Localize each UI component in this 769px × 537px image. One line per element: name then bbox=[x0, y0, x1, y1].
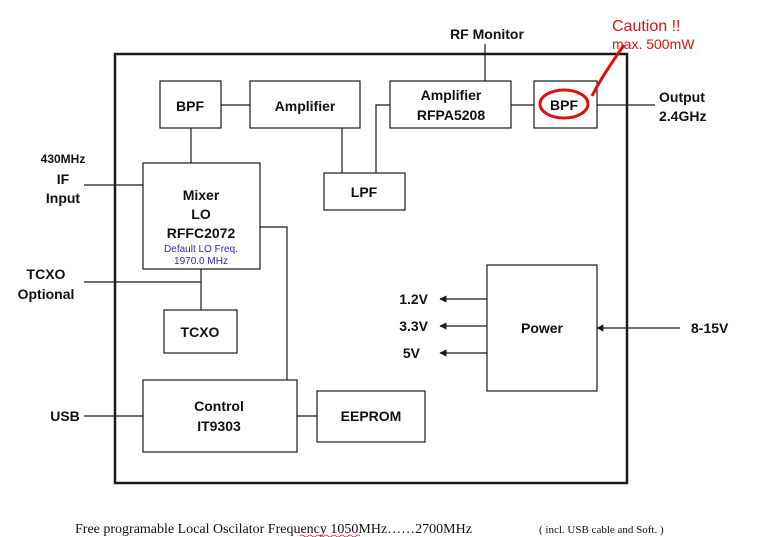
lpf-block bbox=[323, 172, 406, 211]
if-input-label-1: 430MHz bbox=[41, 152, 86, 166]
caution-pointer bbox=[590, 44, 626, 97]
mixer-label-1: Mixer bbox=[183, 187, 220, 203]
if-input-label-3: Input bbox=[46, 190, 81, 206]
enclosure-frame bbox=[113, 52, 629, 485]
amplifier-rfpa-label-1: Amplifier bbox=[421, 87, 482, 103]
control-label-1: Control bbox=[194, 398, 244, 414]
rail-1v2-label: 1.2V bbox=[399, 291, 428, 307]
power-block bbox=[486, 264, 598, 392]
output-label-1: Output bbox=[659, 89, 705, 105]
footer-main: Free programable Local Oscilator Frequen… bbox=[75, 522, 472, 537]
caution-limit: max. 500mW bbox=[612, 36, 695, 52]
rail-5v-label: 5V bbox=[403, 345, 421, 361]
if-input-label-2: IF bbox=[57, 171, 70, 187]
usb-label: USB bbox=[50, 408, 80, 424]
lpf-label: LPF bbox=[351, 184, 378, 200]
amplifier-rfpa-block bbox=[389, 80, 512, 129]
rf-monitor-label: RF Monitor bbox=[450, 26, 524, 42]
tcxo-label: TCXO bbox=[181, 324, 220, 340]
tcxo-optional-label-2: Optional bbox=[18, 286, 75, 302]
mixer-label-3: RFFC2072 bbox=[167, 225, 236, 241]
bpf-left-block bbox=[159, 80, 222, 129]
footer-note: ( incl. USB cable and Soft. ) bbox=[539, 524, 664, 536]
amplifier-rfpa-label-2: RFPA5208 bbox=[417, 107, 485, 123]
eeprom-block bbox=[316, 390, 426, 443]
bpf-right-label: BPF bbox=[550, 97, 578, 113]
supply-label: 8-15V bbox=[691, 320, 729, 336]
spellcheck-underline bbox=[299, 534, 361, 537]
tcxo-block bbox=[163, 309, 238, 354]
amplifier-block bbox=[249, 80, 361, 129]
caution-circle bbox=[538, 88, 590, 120]
mixer-block bbox=[142, 162, 261, 270]
rail-3v3-label: 3.3V bbox=[399, 318, 428, 334]
power-arrows bbox=[439, 295, 680, 357]
mixer-label-2: LO bbox=[191, 206, 211, 222]
mixer-note-2: 1970.0 MHz bbox=[174, 256, 228, 267]
mixer-note-1: Default LO Freq. bbox=[164, 244, 238, 255]
connection-lines bbox=[84, 44, 655, 417]
power-label: Power bbox=[521, 320, 564, 336]
amplifier-label: Amplifier bbox=[275, 98, 336, 114]
bpf-left-label: BPF bbox=[176, 98, 204, 114]
eeprom-label: EEPROM bbox=[341, 408, 402, 424]
output-label-2: 2.4GHz bbox=[659, 108, 706, 124]
control-label-2: IT9303 bbox=[197, 418, 241, 434]
tcxo-optional-label-1: TCXO bbox=[27, 266, 66, 282]
caution-title: Caution !! bbox=[612, 18, 680, 35]
control-block bbox=[142, 379, 298, 453]
